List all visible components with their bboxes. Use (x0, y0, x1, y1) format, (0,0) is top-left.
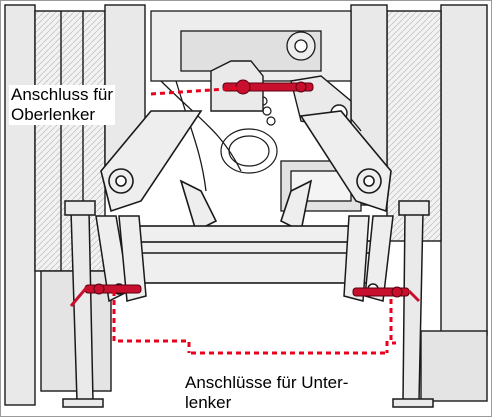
top-link-callout: Anschluss für Oberlenker (9, 85, 116, 125)
support-legs (62, 200, 434, 408)
bottom-callout-leader (112, 291, 396, 355)
bottom-callout-line1: Anschlüsse für Unter- (185, 373, 349, 392)
bottom-callout-line2: lenker (185, 393, 232, 412)
chain (220, 96, 278, 174)
lower-link-pins (69, 283, 421, 307)
top-link-pin (222, 79, 314, 95)
top-callout-line1: Anschluss für (11, 85, 114, 104)
center-mechanism (150, 10, 362, 212)
cross-beam (110, 225, 382, 284)
top-callout-leader (150, 86, 242, 96)
top-callout-line2: Oberlenker (11, 105, 96, 124)
a-frame (100, 110, 392, 233)
lower-links-callout: Anschlüsse für Unter- lenker (183, 373, 351, 413)
